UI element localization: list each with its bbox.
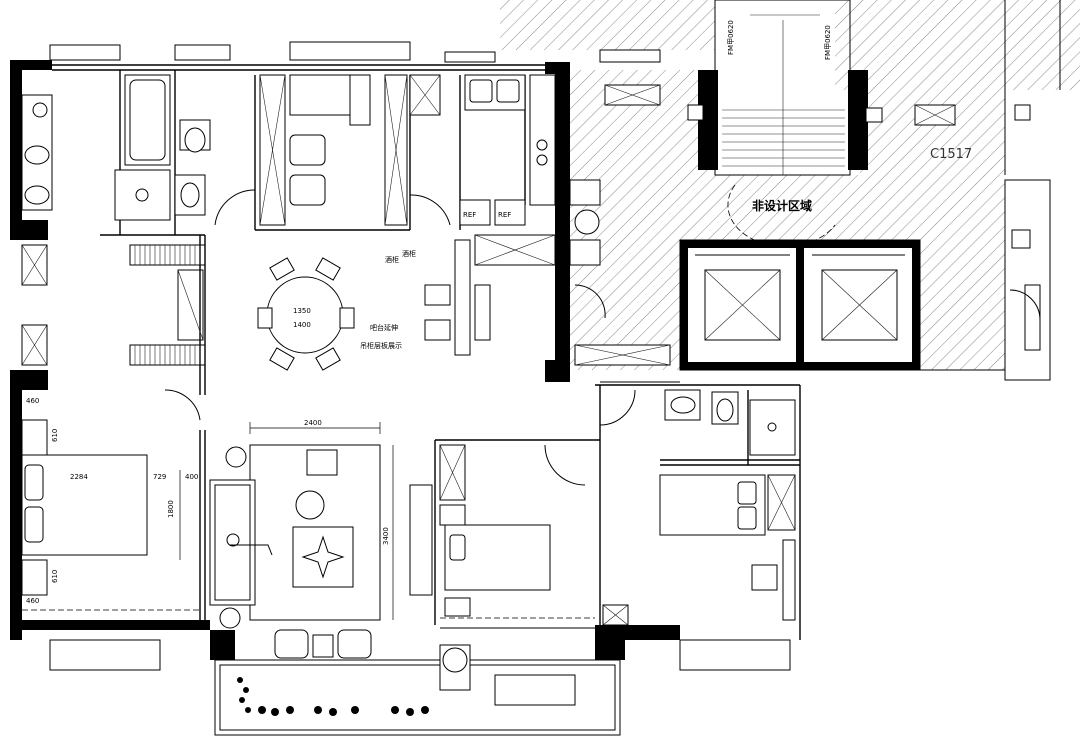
- wine-cabinet-label-2: 酒柜: [402, 249, 416, 258]
- dim-729: 729: [153, 473, 166, 481]
- ref-label-1: REF: [463, 211, 476, 219]
- display-cabinet-label: 吊柜层板展示: [360, 341, 402, 350]
- dim-400: 400: [185, 473, 198, 481]
- master-bedroom: 460 610 2284 729 400 1800 610 460: [21, 397, 200, 671]
- wine-cabinet-label-1: 酒柜: [385, 255, 399, 264]
- door-swing-arc: [727, 184, 836, 247]
- dim-2284: 2284: [70, 473, 88, 481]
- stairwell: FM甲0620 FM甲0620: [714, 0, 851, 176]
- non-design-hatch: [500, 0, 1080, 370]
- dim-460-bottom: 460: [26, 597, 39, 605]
- dim-3400: 3400: [382, 527, 390, 545]
- dim-1800: 1800: [167, 500, 175, 518]
- table-width: 1400: [293, 321, 311, 329]
- outer-lines: [600, 0, 1061, 383]
- elevator-shafts: [679, 239, 921, 371]
- living-room: 2400 3400: [164, 389, 433, 629]
- second-bedroom: [439, 444, 595, 629]
- dim-610-bottom: 610: [51, 570, 59, 583]
- third-bedroom: [602, 474, 796, 671]
- table-diameter: 1350: [293, 307, 311, 315]
- kitchen: REF REF: [409, 74, 556, 266]
- balcony: [214, 629, 621, 736]
- ref-label-2: REF: [498, 211, 511, 219]
- secondary-bathroom: [599, 389, 796, 456]
- window-code-label: C1517: [930, 147, 972, 162]
- master-bathroom: [21, 74, 211, 221]
- dim-460-top: 460: [26, 397, 39, 405]
- non-design-area-label: 非设计区域: [752, 198, 812, 213]
- walk-in-closet: [21, 244, 206, 366]
- exterior-walls: [10, 60, 868, 660]
- bar-extension-label: 吧台延伸: [370, 323, 398, 332]
- utility-area: [569, 84, 1051, 381]
- dim-2400: 2400: [304, 419, 322, 427]
- study-room: [259, 74, 408, 226]
- dim-610-top: 610: [51, 429, 59, 442]
- dining-area: 1350 1400 酒柜 酒柜 吧台延伸 吊柜层板展示: [214, 189, 491, 371]
- windows-top: [49, 41, 661, 63]
- stair-code-1: FM甲0620: [727, 20, 735, 55]
- stair-code-2: FM甲0620: [824, 25, 832, 60]
